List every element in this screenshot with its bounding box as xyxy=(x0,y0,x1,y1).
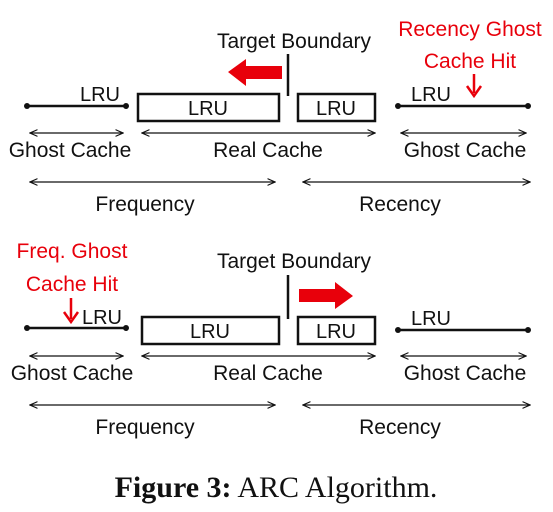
figure-caption: Figure 3: ARC Algorithm. xyxy=(115,471,438,504)
recency-label: Recency xyxy=(359,416,441,439)
lru-label: LRU xyxy=(190,321,230,343)
ghost-cache-left-end xyxy=(123,103,129,109)
hit-label-line2: Cache Hit xyxy=(424,50,516,73)
ghost-cache-left-end xyxy=(123,325,129,331)
ghost-cache-left-end xyxy=(24,325,30,331)
boundary-shift-right-arrow xyxy=(299,282,353,309)
ghost-cache-right-end xyxy=(395,103,401,109)
lru-label: LRU xyxy=(80,84,120,106)
ghost-cache-left-label: Ghost Cache xyxy=(11,362,134,385)
caption-text: ARC Algorithm. xyxy=(232,471,438,504)
ghost-cache-right-label: Ghost Cache xyxy=(404,362,527,385)
hit-label-line2: Cache Hit xyxy=(26,273,118,296)
lru-label: LRU xyxy=(411,84,451,106)
boundary-shift-left-arrow xyxy=(228,59,282,86)
real-cache-frequency-box xyxy=(136,92,281,123)
ghost-cache-left-label: Ghost Cache xyxy=(9,139,132,162)
frequency-label: Frequency xyxy=(95,193,195,216)
lru-label: LRU xyxy=(316,321,356,343)
recency-label: Recency xyxy=(359,193,441,216)
caption-prefix: Figure 3: xyxy=(115,471,232,504)
lru-label: LRU xyxy=(411,308,451,330)
ghost-cache-right-label: Ghost Cache xyxy=(404,139,527,162)
ghost-cache-right-end xyxy=(395,327,401,333)
cache-hit-arrow xyxy=(62,298,80,325)
panel-recency-hit: Target Boundary Recency Ghost Cache Hit … xyxy=(9,18,542,216)
panel-frequency-hit: Target Boundary Freq. Ghost Cache Hit LR… xyxy=(11,240,531,439)
ghost-cache-right-end xyxy=(525,327,531,333)
hit-label-line1: Freq. Ghost xyxy=(17,240,128,263)
real-cache-recency-box xyxy=(296,92,377,123)
lru-label: LRU xyxy=(82,307,122,329)
cache-hit-arrow xyxy=(465,74,483,99)
real-cache-frequency-box xyxy=(140,315,281,346)
target-boundary-label: Target Boundary xyxy=(217,250,372,273)
real-cache-label: Real Cache xyxy=(213,362,323,385)
real-cache-recency-box xyxy=(296,315,377,346)
lru-label: LRU xyxy=(316,98,356,120)
ghost-cache-left-end xyxy=(24,103,30,109)
target-boundary-label: Target Boundary xyxy=(217,30,372,53)
lru-label: LRU xyxy=(188,98,228,120)
hit-label-line1: Recency Ghost xyxy=(398,18,542,41)
real-cache-label: Real Cache xyxy=(213,139,323,162)
ghost-cache-right-end xyxy=(525,103,531,109)
frequency-label: Frequency xyxy=(95,416,195,439)
